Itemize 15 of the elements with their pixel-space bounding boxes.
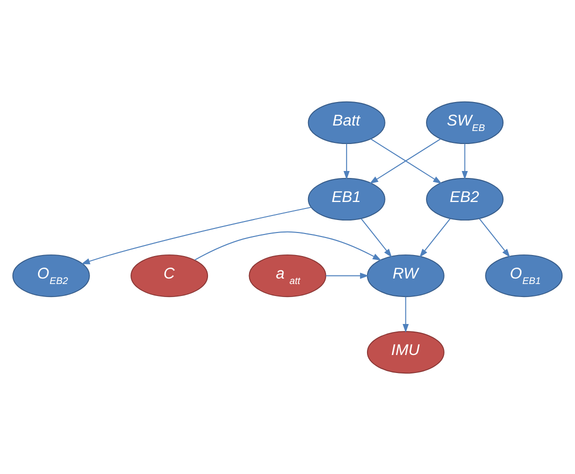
arrow (325, 272, 369, 278)
arrow (478, 218, 510, 257)
arrow (344, 142, 350, 180)
node-ellipse: a $_{att}$ (248, 254, 326, 297)
node-ellipse: C (130, 254, 208, 297)
node-ellipse: IMU (366, 330, 444, 374)
arrow (81, 206, 312, 264)
arrow (462, 142, 468, 180)
arrow (360, 218, 392, 257)
node-ellipse: SW$_{EB}$ (426, 100, 504, 144)
node-ellipse: Batt (308, 100, 386, 144)
arrow (194, 230, 382, 260)
arrow (419, 218, 451, 257)
node-ellipse: O$_{EB1}$ (485, 254, 563, 297)
arrow (402, 296, 409, 332)
